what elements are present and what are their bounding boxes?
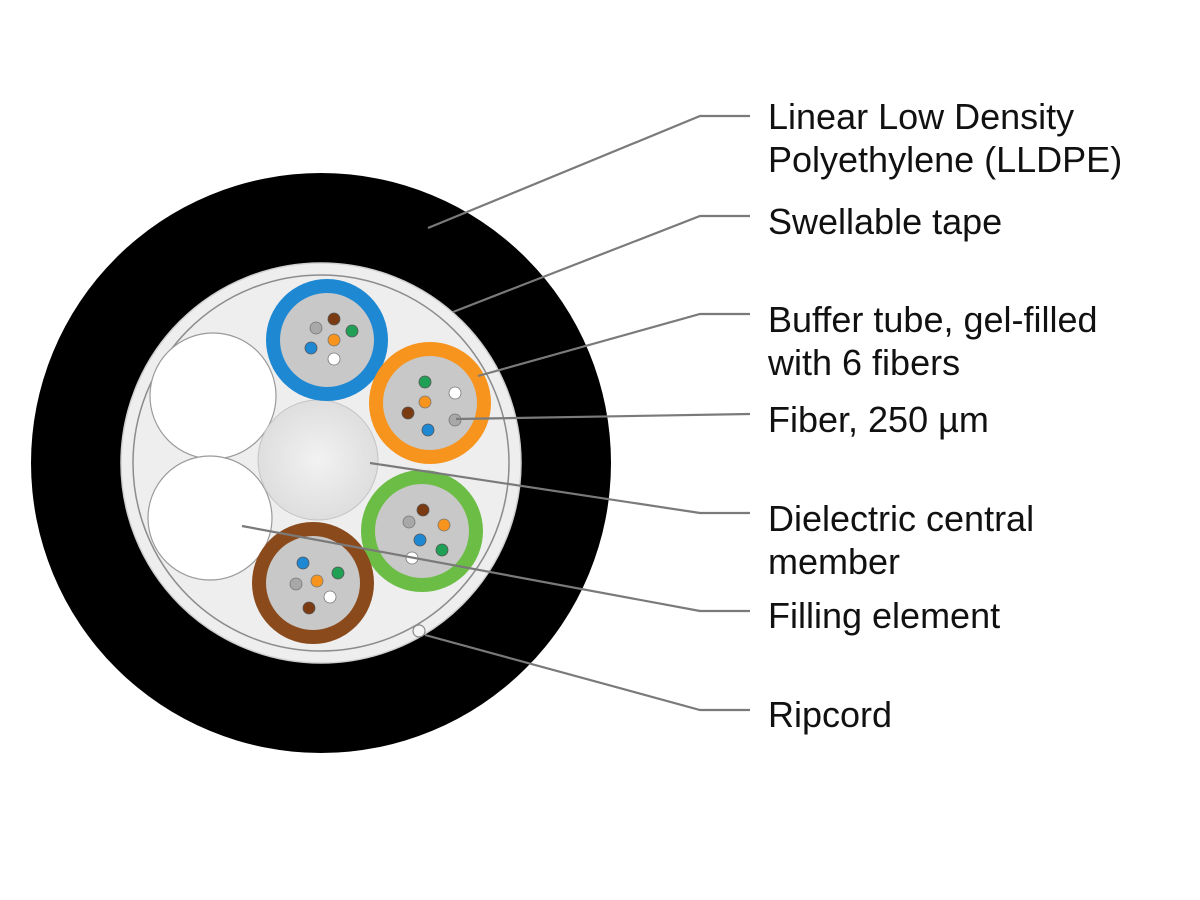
fiber	[437, 518, 451, 532]
label-central-member-line2: member	[768, 541, 901, 582]
buffer-tube-orange	[369, 342, 491, 464]
label-central-member: Dielectric central member	[768, 497, 1034, 583]
label-buffer-tube-line2: with 6 fibers	[768, 342, 961, 383]
leader-line-fiber	[455, 412, 751, 421]
label-fiber: Fiber, 250 µm	[768, 399, 989, 440]
fiber	[331, 566, 345, 580]
label-buffer-tube-line1: Buffer tube, gel-filled	[768, 299, 1098, 340]
label-lldpe-line1: Linear Low Density	[768, 96, 1075, 137]
fiber	[421, 423, 435, 437]
label-buffer-tube: Buffer tube, gel-filled with 6 fibers	[768, 298, 1098, 384]
leader-line-filling-element	[241, 524, 750, 613]
fiber	[302, 601, 316, 615]
filling-element-top	[149, 332, 277, 460]
leader-line-jacket	[427, 114, 750, 230]
fiber	[418, 395, 432, 409]
fiber	[401, 406, 415, 420]
buffer-tube-blue	[266, 279, 388, 401]
fiber	[327, 352, 341, 366]
label-swellable-tape: Swellable tape	[768, 201, 1003, 242]
leader-line-buffer-tube	[477, 312, 750, 378]
fiber	[435, 543, 449, 557]
label-ripcord: Ripcord	[768, 694, 893, 735]
fiber	[327, 312, 341, 326]
fiber	[323, 590, 337, 604]
fiber	[345, 324, 359, 338]
label-filling-element: Filling element	[768, 595, 1001, 636]
fiber	[289, 577, 303, 591]
leader-line-swellable-tape	[452, 214, 750, 314]
fiber	[310, 574, 324, 588]
fiber	[296, 556, 310, 570]
fiber	[448, 386, 462, 400]
fiber	[418, 375, 432, 389]
fiber	[413, 533, 427, 547]
tape-inner-line	[132, 274, 510, 652]
fiber	[309, 321, 323, 335]
buffer-tube-green	[361, 470, 483, 592]
filling-element-bottom	[147, 455, 273, 581]
label-central-member-line1: Dielectric central	[768, 498, 1035, 539]
fiber	[304, 341, 318, 355]
ripcord	[412, 624, 426, 638]
label-lldpe: Linear Low Density Polyethylene (LLDPE)	[768, 95, 1122, 181]
fiber	[402, 515, 416, 529]
dielectric-central-member	[257, 399, 379, 521]
fiber	[416, 503, 430, 517]
buffer-tube-brown	[252, 522, 374, 644]
leader-line-central-member	[369, 461, 750, 515]
leader-line-ripcord	[424, 633, 750, 712]
fiber	[327, 333, 341, 347]
label-lldpe-line2: Polyethylene (LLDPE)	[768, 139, 1123, 180]
